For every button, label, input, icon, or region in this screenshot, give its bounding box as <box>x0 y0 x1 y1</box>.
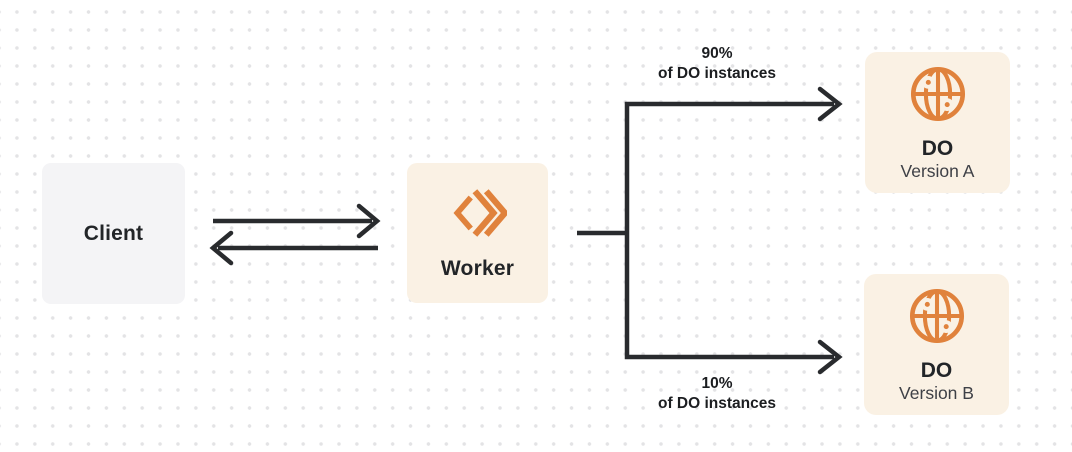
fork-top-arrow-head <box>817 86 843 122</box>
worker-label: Worker <box>440 257 515 280</box>
edge-label-90-caption: of DO instances <box>658 65 776 82</box>
edge-label-10-percent: 10% of DO instances <box>607 374 827 414</box>
do-b-subtitle: Version B <box>899 383 974 403</box>
arrow-client-to-worker-head <box>356 203 381 239</box>
edge-label-10-value: 10% <box>701 375 733 392</box>
do-b-title: DO <box>920 359 953 382</box>
durable-object-globe-icon <box>910 66 965 122</box>
edge-label-10-caption: of DO instances <box>658 395 776 412</box>
do-a-subtitle: Version A <box>900 161 975 181</box>
fork-branches <box>624 101 834 360</box>
do-a-title: DO <box>921 137 954 160</box>
node-do-version-a: DO Version A <box>865 52 1010 193</box>
node-do-version-b: DO Version B <box>864 274 1009 415</box>
edge-label-90-value: 90% <box>701 45 733 62</box>
fork-bottom-arrow-head <box>817 339 843 375</box>
arrow-worker-to-client-head <box>209 230 234 266</box>
client-label: Client <box>83 221 144 245</box>
edge-label-90-percent: 90% of DO instances <box>607 44 827 84</box>
durable-object-globe-icon <box>909 288 964 344</box>
node-client: Client <box>42 163 185 304</box>
cloudflare-workers-icon <box>453 189 507 237</box>
node-worker: Worker <box>407 163 548 303</box>
